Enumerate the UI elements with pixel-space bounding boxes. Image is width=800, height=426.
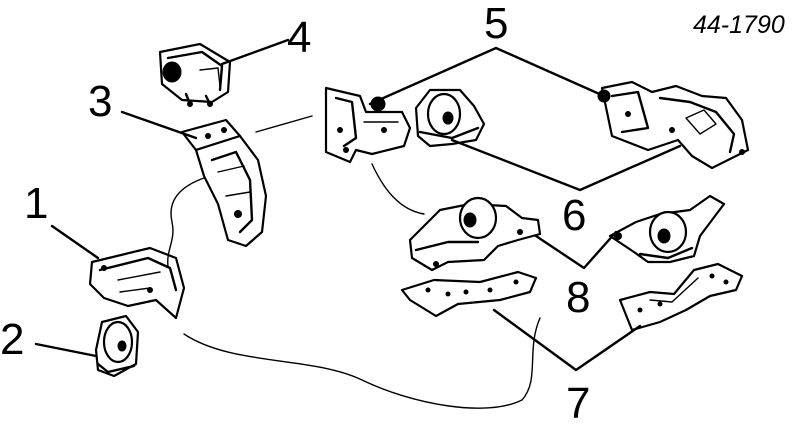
- callout-1: 1: [24, 179, 48, 228]
- bracket-1: [88, 246, 186, 320]
- callout-3: 3: [88, 77, 112, 126]
- callout-6: 6: [562, 191, 586, 240]
- leader-line-8: [534, 230, 618, 270]
- mount-4: [158, 42, 232, 107]
- mount-8-left: [408, 196, 542, 272]
- bracket-5: [324, 86, 412, 164]
- callout-2: 2: [0, 315, 24, 364]
- leader-line-2: [34, 342, 98, 358]
- plate-7-right: [618, 262, 744, 332]
- leader-line-7: [492, 308, 642, 372]
- part-number-label: 44-1790: [693, 11, 785, 39]
- mount-5: [414, 88, 486, 148]
- leader-line-4: [220, 38, 290, 66]
- bracket-3: [180, 118, 268, 248]
- plate-7-left: [400, 270, 538, 318]
- leader-line-1: [50, 224, 100, 260]
- callout-5: 5: [484, 0, 508, 48]
- mount-8-right: [608, 194, 726, 264]
- callout-4: 4: [287, 13, 311, 62]
- callout-7: 7: [566, 379, 590, 426]
- leader-line-5: [368, 46, 606, 106]
- link-curve-3-1: [167, 177, 205, 267]
- link-curve-5-8: [371, 163, 425, 215]
- leader-line-3: [120, 110, 198, 140]
- bracket-5b: [597, 80, 750, 170]
- mount-2: [94, 314, 140, 378]
- leader-line-6: [450, 138, 682, 192]
- link-line-3-5: [255, 115, 313, 133]
- link-curve-1-7: [183, 317, 541, 409]
- callout-8: 8: [566, 273, 590, 322]
